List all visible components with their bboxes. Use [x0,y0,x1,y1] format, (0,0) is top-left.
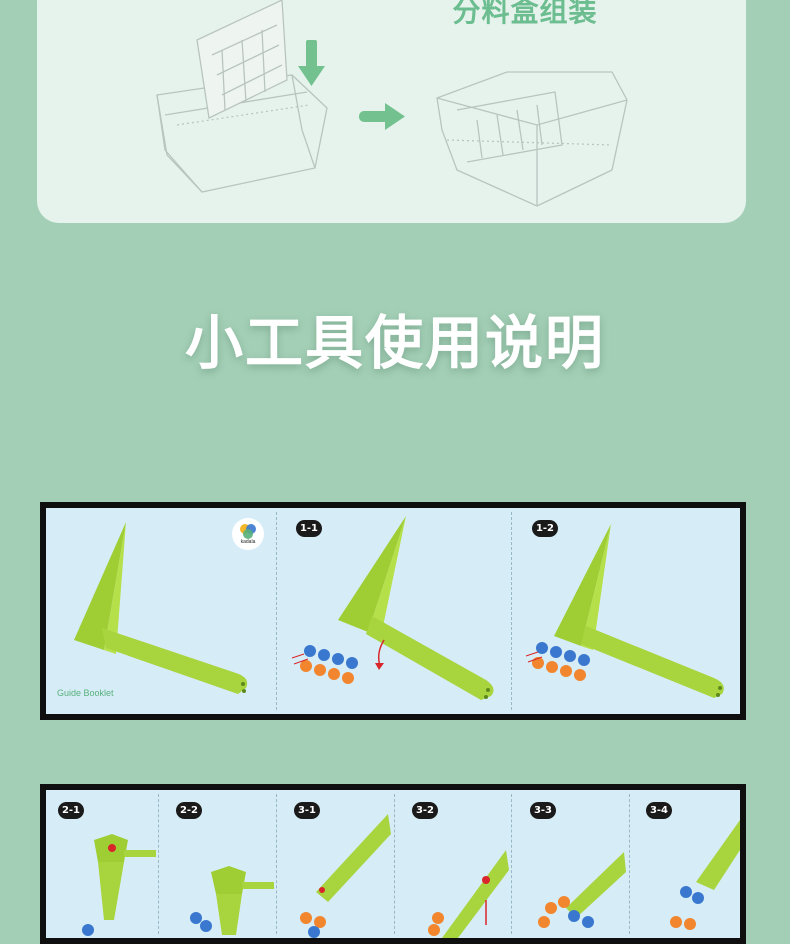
assembly-title: 分料盒组装 [452,0,598,28]
step-badge-2-1: 2-1 [58,802,84,819]
hammer-tool-cover [74,522,248,694]
tool-illustrations-row1 [74,516,724,700]
guide-booklet-label: Guide Booklet [57,688,114,698]
step-badge-1-2: 1-2 [532,520,558,537]
box-assembly-illustration [156,0,628,207]
instruction-panel-1-inner: kadala Guide Booklet [46,508,740,714]
hammer-tool-step-3-1 [300,814,391,938]
rotate-arrow-icon [377,639,385,667]
panel-divider [158,794,159,934]
box-assembly-card: 分料盒组装 [37,0,746,223]
step-badge-3-1: 3-1 [294,802,320,819]
bead-cluster [532,642,590,681]
hammer-tool-step-1-1 [291,516,494,700]
hammer-tool-step-3-3 [538,852,626,928]
section-title: 小工具使用说明 [184,309,605,377]
instruction-panel-2-inner: 2-1 2-2 3-1 3-2 3-3 3-4 [46,790,740,938]
instruction-panel-1: kadala Guide Booklet [40,502,746,720]
hammer-tool-step-3-2 [428,850,509,938]
step-badge-2-2: 2-2 [176,802,202,819]
panel-divider [276,512,277,710]
step-badge-3-2: 3-2 [412,802,438,819]
instruction-panel-2: 2-1 2-2 3-1 3-2 3-3 3-4 [40,784,746,944]
step-badge-1-1: 1-1 [296,520,322,537]
logo-text: kadala [240,539,256,545]
panel-divider [629,794,630,934]
hammer-tool-step-2-1 [82,834,156,936]
tool-illustrations-row2 [82,814,740,938]
hammer-tool-step-3-4 [670,820,740,930]
panel-divider [394,794,395,934]
bead-cluster [300,645,358,684]
down-arrow-icon [298,40,325,86]
open-box-drawing [156,0,328,193]
panel-divider [511,794,512,934]
right-arrow-icon [359,103,405,130]
brand-logo-icon: kadala [232,518,264,550]
assembled-box-drawing [436,71,628,207]
panel-divider [511,512,512,710]
panel-divider [276,794,277,934]
hammer-tool-step-1-2 [525,524,724,698]
step-badge-3-3: 3-3 [530,802,556,819]
hammer-tool-step-2-2 [190,866,274,935]
step-badge-3-4: 3-4 [646,802,672,819]
